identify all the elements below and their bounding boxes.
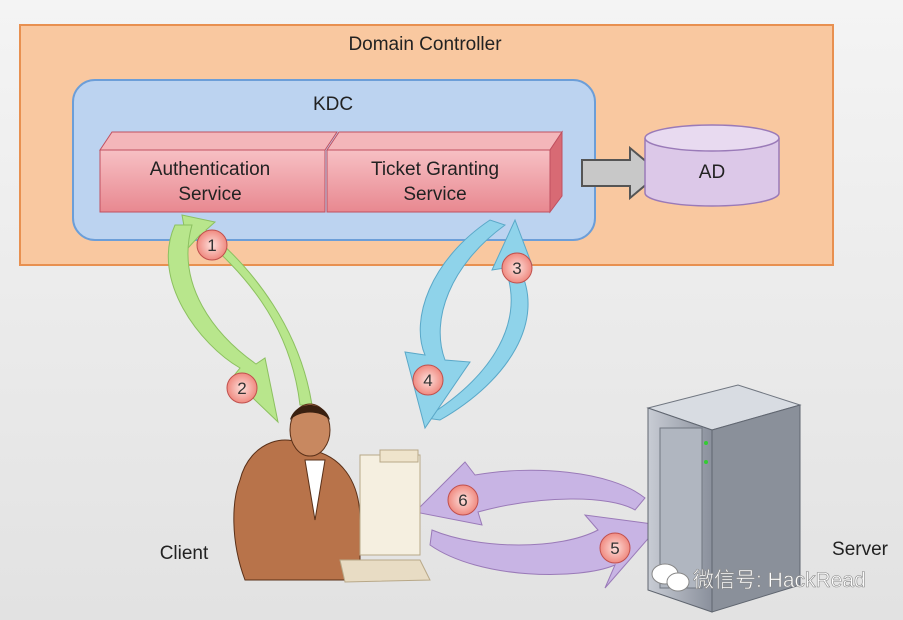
authentication-service-label-2: Service: [178, 184, 241, 205]
step-5-badge: 5: [610, 539, 619, 558]
ticket-granting-service-block: Ticket Granting Service: [326, 130, 563, 214]
step-3-arrow: [423, 218, 533, 421]
authentication-service-block: Authentication Service: [99, 131, 338, 213]
step-6-badge: 6: [458, 491, 467, 510]
kdc-label: KDC: [313, 94, 353, 115]
step-3-badge: 3: [512, 259, 521, 278]
client-person-illustration: [233, 403, 431, 583]
server-label: Server: [832, 539, 889, 560]
step-2-badge: 2: [237, 379, 246, 398]
ad-label: AD: [699, 162, 725, 183]
watermark: 微信号: HackRead: [651, 563, 866, 592]
server-illustration: [646, 384, 802, 613]
tgs-label-2: Service: [403, 184, 466, 205]
domain-controller-label: Domain Controller: [348, 34, 502, 55]
step-2-arrow: [167, 224, 279, 424]
client-label: Client: [160, 543, 209, 564]
authentication-service-label: Authentication: [150, 159, 270, 180]
step-1-arrow: [181, 214, 313, 406]
tgs-label: Ticket Granting: [371, 159, 499, 180]
watermark-text: 微信号: HackRead: [693, 569, 866, 592]
step-1-badge: 1: [207, 236, 216, 255]
step-4-badge: 4: [423, 371, 432, 390]
step-badges: 1 2 3 4 5 6: [196, 229, 631, 564]
ad-cylinder: AD: [644, 124, 780, 207]
wechat-icon: [651, 563, 690, 592]
